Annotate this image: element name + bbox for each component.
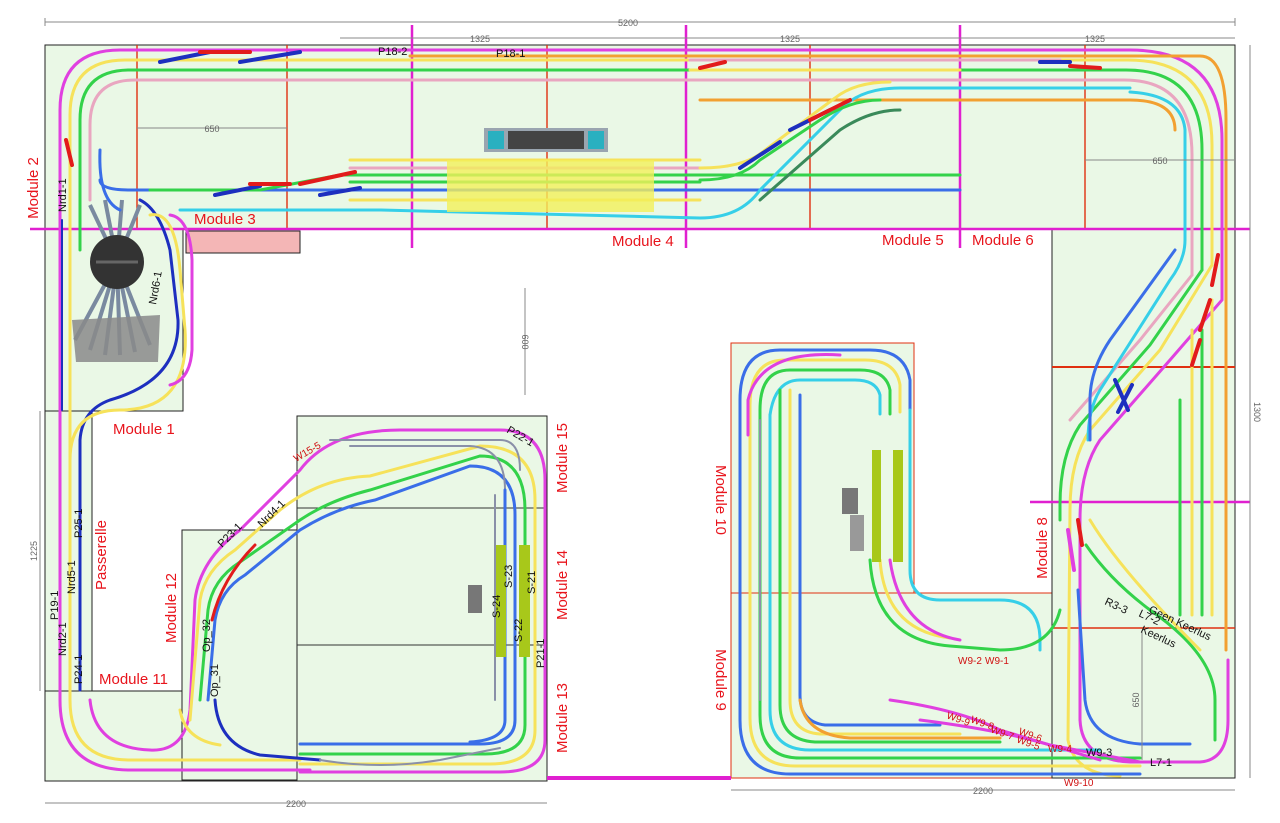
dim-1325-a: 1325: [470, 34, 490, 44]
label-module-13: Module 13: [554, 683, 571, 753]
label-nrd4-1: Nrd4-1: [256, 498, 288, 530]
label-nrd1-1: Nrd1-1: [57, 178, 69, 212]
siding-m10a: [872, 450, 881, 562]
dimension-lines: [39, 18, 1251, 804]
label-module-15: Module 15: [554, 423, 571, 493]
label-module-6: Module 6: [972, 232, 1034, 249]
label-module-1: Module 1: [113, 421, 175, 438]
label-p24-1: P24-1: [73, 655, 85, 684]
label-module-10: Module 10: [712, 465, 729, 535]
label-p18-2: P18-2: [378, 46, 407, 58]
module3-box: [185, 230, 301, 254]
label-module-14: Module 14: [554, 550, 571, 620]
label-nrd5-1: Nrd5-1: [66, 560, 78, 594]
station-platform: [447, 160, 654, 212]
dim-1300: 1300: [1252, 402, 1262, 422]
label-s23: S-23: [503, 565, 515, 588]
label-module-3: Module 3: [194, 211, 256, 228]
tracks-module-12-15: [188, 439, 537, 766]
label-module-8: Module 8: [1034, 517, 1051, 579]
siding-s21: [519, 545, 530, 657]
dim-2200-right: 2200: [973, 786, 993, 796]
dim-total-width: 5200: [618, 18, 638, 28]
label-op32: Op_32: [201, 619, 213, 652]
dim-650-bottom: 650: [1131, 692, 1141, 707]
dim-650-right: 650: [1152, 156, 1167, 166]
label-module-9: Module 9: [712, 649, 729, 711]
dim-2200-left: 2200: [286, 799, 306, 809]
dim-1325-c: 1325: [1085, 34, 1105, 44]
label-w9-4: W9-4: [1048, 744, 1072, 755]
label-p18-1: P18-1: [496, 48, 525, 60]
label-passerelle: Passerelle: [93, 520, 110, 590]
label-l7-1: L7-1: [1150, 757, 1172, 769]
dim-650-top: 650: [204, 124, 219, 134]
building-m10: [842, 488, 858, 514]
label-module-11: Module 11: [99, 671, 168, 688]
label-w9-1: W9-1: [985, 656, 1009, 667]
label-w9-2: W9-2: [958, 656, 982, 667]
label-p25-1: P25-1: [73, 509, 85, 538]
label-module-5: Module 5: [882, 232, 944, 249]
label-module-2: Module 2: [25, 157, 42, 219]
siding-s22: [496, 545, 506, 657]
label-w9-10: W9-10: [1064, 778, 1094, 789]
label-p19-1: P19-1: [49, 591, 61, 620]
label-s22: S-22: [513, 619, 525, 642]
building-m14: [468, 585, 482, 613]
dim-600: 600: [520, 334, 530, 349]
label-s21: S-21: [526, 571, 538, 594]
label-w9-3: W9-3: [1086, 747, 1112, 759]
label-nrd2-1: Nrd2-1: [57, 622, 69, 656]
dim-1325-b: 1325: [780, 34, 800, 44]
turnouts-right: [1066, 253, 1220, 572]
siding-m10b: [893, 450, 903, 562]
baseboards: [44, 44, 1236, 782]
tracks-left: [58, 148, 547, 774]
turnouts-top: [64, 50, 1102, 197]
label-s24: S-24: [491, 595, 503, 618]
label-nrd6-1: Nrd6-1: [147, 270, 165, 305]
label-module-4: Module 4: [612, 233, 674, 250]
label-p21-1: P21-1: [535, 639, 547, 668]
turntable: [72, 199, 160, 362]
tracks-module-9-10: [738, 348, 1142, 776]
label-op31: Op_31: [209, 664, 221, 697]
label-module-12: Module 12: [163, 573, 180, 643]
tracks-right: [1058, 118, 1230, 778]
dim-1225: 1225: [29, 541, 39, 561]
